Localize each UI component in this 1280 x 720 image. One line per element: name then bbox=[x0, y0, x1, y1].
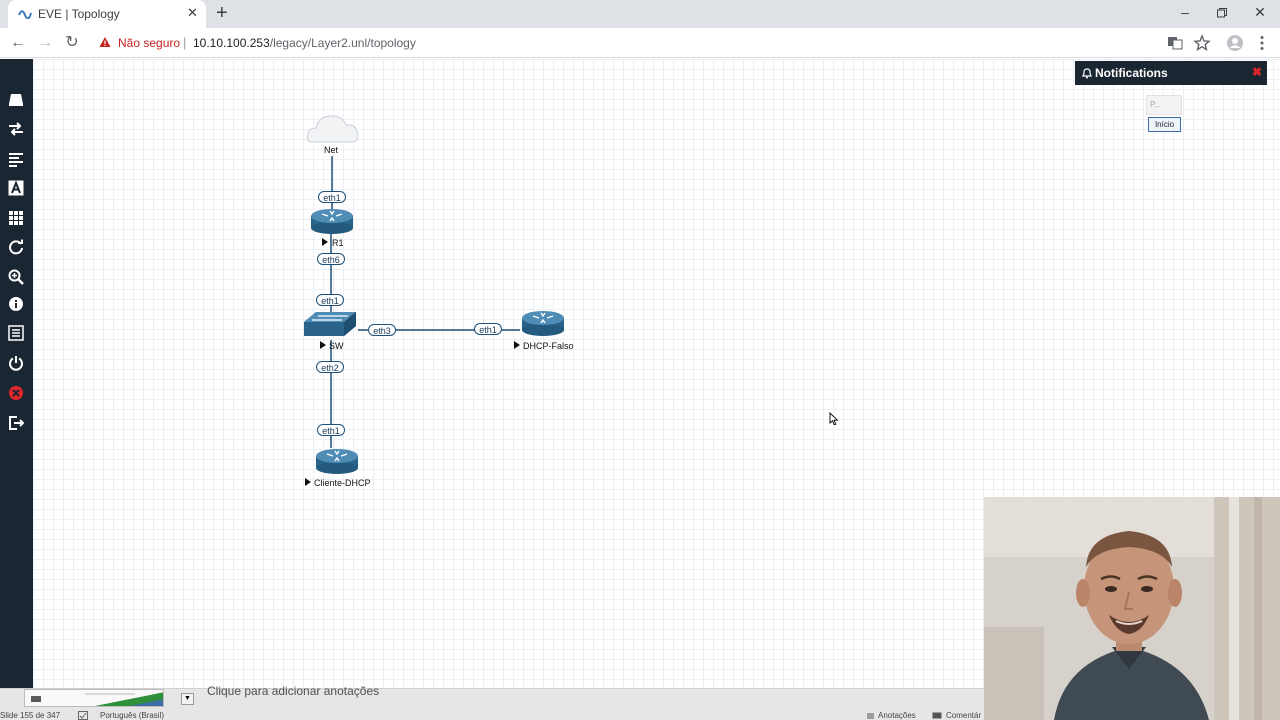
reload-icon[interactable]: ↻ bbox=[65, 34, 79, 51]
text-icon[interactable] bbox=[8, 180, 24, 196]
comment-icon bbox=[932, 712, 942, 719]
stop-all-icon[interactable] bbox=[8, 385, 24, 401]
address-separator: | bbox=[183, 35, 187, 50]
maximize-icon[interactable] bbox=[1212, 4, 1232, 22]
interface-label[interactable]: eth2 bbox=[316, 361, 344, 373]
eve-sidebar bbox=[0, 59, 33, 688]
network-icon[interactable] bbox=[8, 121, 24, 137]
close-window-icon[interactable]: ✕ bbox=[1254, 4, 1266, 20]
cloud-net-node[interactable] bbox=[307, 115, 359, 143]
comments-button[interactable]: Comentár bbox=[946, 711, 982, 720]
back-icon[interactable]: ← bbox=[10, 34, 26, 51]
minimized-window-title: P... bbox=[1150, 100, 1161, 109]
minimize-icon[interactable]: – bbox=[1181, 4, 1189, 20]
notifications-panel: Notifications ✖ bbox=[1075, 61, 1267, 85]
router-dhcp-falso-node[interactable] bbox=[522, 311, 564, 336]
thumbnail-dropdown-icon[interactable]: ▼ bbox=[181, 693, 194, 705]
slide-counter: Slide 155 de 347 bbox=[0, 711, 61, 720]
tab-close-icon[interactable]: ✕ bbox=[187, 5, 198, 20]
security-label: Não seguro bbox=[118, 36, 181, 50]
interface-label[interactable]: eth1 bbox=[317, 424, 345, 436]
menu-kebab-icon[interactable] bbox=[1253, 34, 1271, 52]
node-icon[interactable] bbox=[8, 92, 24, 108]
url-host: 10.10.100.253 bbox=[193, 36, 270, 50]
notifications-close-icon[interactable]: ✖ bbox=[1252, 65, 1263, 79]
interface-label[interactable]: eth1 bbox=[316, 294, 344, 306]
url-text[interactable]: 10.10.100.253/legacy/Layer2.unl/topology bbox=[193, 36, 416, 50]
tab-title: EVE | Topology bbox=[38, 7, 120, 21]
grid-icon[interactable] bbox=[8, 210, 24, 226]
powerpoint-notes-strip: ▼ Clique para adicionar anotações Slide … bbox=[0, 684, 984, 720]
node-label-cliente-dhcp[interactable]: Cliente-DHCP bbox=[314, 478, 371, 488]
profile-avatar-icon[interactable] bbox=[1226, 34, 1244, 52]
interface-label[interactable]: eth1 bbox=[318, 191, 346, 203]
interface-label[interactable]: eth6 bbox=[317, 253, 345, 265]
router-cliente-dhcp-node[interactable] bbox=[316, 449, 358, 474]
browser-tab[interactable]: EVE | Topology ✕ bbox=[8, 0, 206, 28]
zoom-icon[interactable] bbox=[8, 269, 24, 285]
node-label-dhcp-falso[interactable]: DHCP-Falso bbox=[523, 341, 574, 351]
url-path: /legacy/Layer2.unl/topology bbox=[269, 36, 416, 50]
language-status[interactable]: Português (Brasil) bbox=[100, 711, 165, 720]
presenter-video-image bbox=[984, 497, 1280, 720]
eve-logo-icon bbox=[18, 10, 32, 19]
translate-icon[interactable] bbox=[1166, 34, 1184, 52]
inicio-button[interactable]: Início bbox=[1148, 117, 1181, 132]
startup-configs-icon[interactable] bbox=[8, 151, 24, 167]
list-icon[interactable] bbox=[8, 325, 24, 341]
notes-icon bbox=[867, 713, 874, 719]
router-r1-node[interactable] bbox=[311, 209, 353, 234]
annotations-button[interactable]: Anotações bbox=[878, 711, 916, 720]
interface-label[interactable]: eth1 bbox=[474, 323, 502, 335]
node-label-r1[interactable]: R1 bbox=[332, 238, 344, 248]
warning-icon bbox=[99, 37, 111, 47]
forward-icon[interactable]: → bbox=[37, 34, 53, 51]
switch-sw-node[interactable] bbox=[304, 312, 356, 336]
slide-thumbnail[interactable] bbox=[24, 689, 164, 707]
notifications-title: Notifications bbox=[1095, 66, 1168, 80]
browser-toolbar: ← → ↻ Não seguro | 10.10.100.253/legacy/… bbox=[0, 28, 1280, 58]
bell-icon bbox=[1081, 68, 1093, 79]
new-tab-icon[interactable]: + bbox=[216, 2, 228, 24]
browser-tab-strip: EVE | Topology ✕ + – ✕ bbox=[0, 0, 1280, 28]
bookmark-star-icon[interactable] bbox=[1193, 34, 1211, 52]
webcam-overlay bbox=[984, 497, 1280, 720]
info-icon[interactable] bbox=[8, 296, 24, 312]
interface-label[interactable]: eth3 bbox=[368, 324, 396, 336]
node-label-sw[interactable]: SW bbox=[329, 341, 344, 351]
power-icon[interactable] bbox=[8, 355, 24, 371]
logout-icon[interactable] bbox=[8, 415, 24, 431]
spellcheck-icon[interactable] bbox=[78, 711, 88, 720]
mouse-cursor-icon bbox=[829, 412, 839, 426]
refresh-icon[interactable] bbox=[8, 239, 24, 255]
node-label-net[interactable]: Net bbox=[324, 145, 339, 155]
minimized-window[interactable]: P... bbox=[1146, 95, 1182, 115]
notes-placeholder[interactable]: Clique para adicionar anotações bbox=[207, 684, 380, 698]
